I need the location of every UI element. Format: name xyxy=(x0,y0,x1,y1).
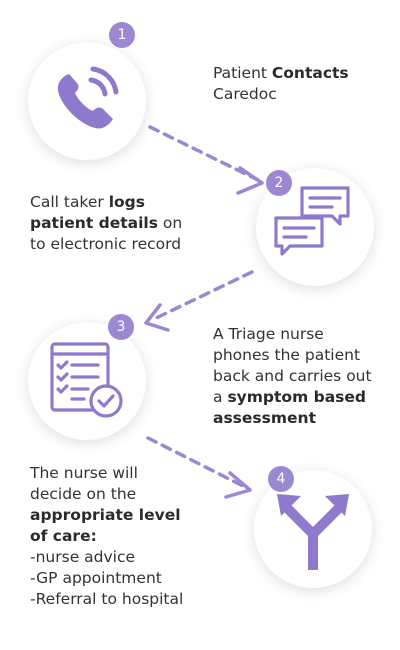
arrowhead-4 xyxy=(224,471,252,499)
step-2-text: Call taker logs patient details on to el… xyxy=(30,193,183,253)
phone-icon xyxy=(57,66,119,129)
arrow-2-to-3 xyxy=(150,270,254,322)
arrow-3-to-4 xyxy=(146,436,247,489)
checklist-icon xyxy=(50,342,123,418)
step-3-badge: 3 xyxy=(108,314,134,340)
split-arrow-icon xyxy=(277,494,349,570)
arrowhead-3 xyxy=(144,303,170,332)
step-4-text: The nurse will decide on the appropriate… xyxy=(30,464,184,608)
step-2-badge: 2 xyxy=(266,170,292,196)
step-3-circle xyxy=(28,322,146,440)
chat-bubbles-icon xyxy=(274,186,350,256)
step-1-badge: 1 xyxy=(109,22,135,48)
step-4-badge: 4 xyxy=(268,466,294,492)
arrow-1-to-2 xyxy=(148,125,260,182)
step-1-circle xyxy=(28,42,146,160)
step-3-text: A Triage nurse phones the patient back a… xyxy=(213,325,372,427)
arrowhead-2 xyxy=(236,166,264,195)
step-1-text: Patient Contacts Caredoc xyxy=(213,64,349,103)
